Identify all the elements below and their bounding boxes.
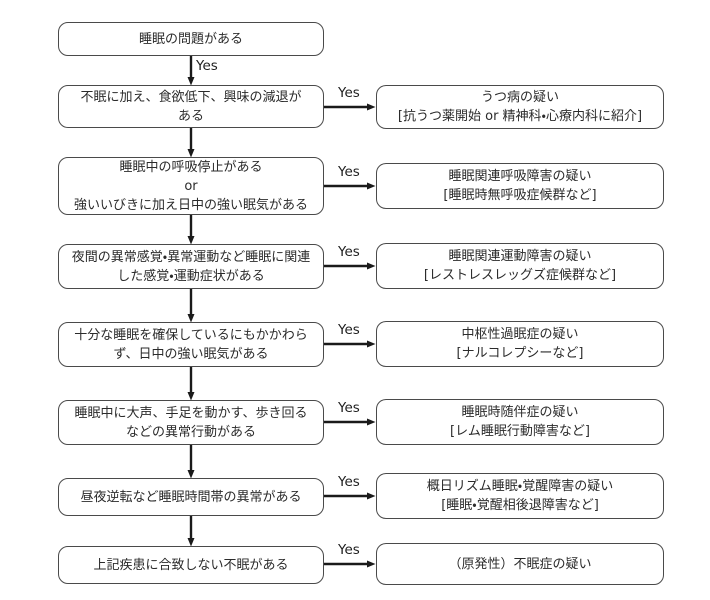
condition-box-circadian: 昼夜逆転など睡眠時間帯の異常がある: [58, 478, 324, 516]
condition-box-parasomnia: 睡眠中に大声、手足を動かす、歩き回る などの異常行動がある: [58, 400, 324, 445]
result-line: 睡眠関連運動障害の疑い: [448, 249, 592, 264]
condition-line: などの異常行動がある: [125, 424, 256, 440]
result-box-depression: うつ病の疑い [抗うつ薬開始 or 精神科・心療内科に紹介]: [376, 85, 664, 129]
condition-box-insomnia: 上記疾患に合致しない不眠がある: [58, 546, 324, 584]
start-box: 睡眠の問題がある: [58, 22, 324, 56]
condition-line: 睡眠中に大声、手足を動かす、歩き回る: [74, 405, 308, 421]
yes-label: Yes: [338, 542, 360, 558]
condition-line: ず、日中の強い眠気がある: [113, 346, 269, 362]
result-line: 睡眠時随伴症の疑い: [461, 405, 579, 420]
result-box-hypersomnia: 中枢性過眠症の疑い [ナルコレプシーなど]: [376, 321, 664, 367]
condition-line: 十分な睡眠を確保しているにもかかわら: [74, 327, 308, 343]
condition-line: ある: [177, 108, 204, 124]
yes-label: Yes: [196, 58, 218, 74]
result-line: 概日リズム睡眠・覚醒障害の疑い: [426, 479, 614, 494]
result-line: [レストレスレッグズ症候群など]: [423, 268, 617, 283]
result-box-parasomnia: 睡眠時随伴症の疑い [レム睡眠行動障害など]: [376, 399, 664, 445]
result-box-breathing: 睡眠関連呼吸障害の疑い [睡眠時無呼吸症候群など]: [376, 163, 664, 209]
condition-line: 強いいびきに加え日中の強い眠気がある: [73, 197, 308, 213]
result-box-circadian: 概日リズム睡眠・覚醒障害の疑い [睡眠・覚醒相後退障害など]: [376, 473, 664, 519]
condition-box-movement: 夜間の異常感覚・異常運動など睡眠に関連 した感覚・運動症状がある: [58, 244, 324, 289]
condition-line: 夜間の異常感覚・異常運動など睡眠に関連: [71, 249, 311, 265]
condition-box-breathing: 睡眠中の呼吸停止がある or 強いいびきに加え日中の強い眠気がある: [58, 157, 324, 215]
start-box-text: 睡眠の問題がある: [138, 31, 243, 47]
condition-box-hypersomnia: 十分な睡眠を確保しているにもかかわら ず、日中の強い眠気がある: [58, 322, 324, 367]
condition-line: 昼夜逆転など睡眠時間帯の異常がある: [80, 489, 302, 505]
yes-label: Yes: [338, 474, 360, 490]
condition-line: 睡眠中の呼吸停止がある: [119, 159, 263, 175]
result-line: [抗うつ薬開始 or 精神科・心療内科に紹介]: [397, 109, 643, 124]
yes-label: Yes: [338, 164, 360, 180]
condition-line: or: [184, 178, 198, 194]
result-box-insomnia: （原発性）不眠症の疑い: [376, 543, 664, 585]
result-line: 中枢性過眠症の疑い: [461, 327, 579, 342]
result-line: [睡眠・覚醒相後退障害など]: [441, 498, 599, 513]
yes-label: Yes: [338, 322, 360, 338]
result-line: [ナルコレプシーなど]: [456, 346, 584, 361]
condition-line: 上記疾患に合致しない不眠がある: [93, 557, 289, 573]
result-line: [レム睡眠行動障害など]: [450, 424, 590, 439]
condition-box-depression: 不眠に加え、食欲低下、興味の減退が ある: [58, 85, 324, 128]
result-line: 睡眠関連呼吸障害の疑い: [448, 169, 592, 184]
condition-line: 不眠に加え、食欲低下、興味の減退が: [80, 89, 302, 105]
yes-label: Yes: [338, 85, 360, 101]
result-line: （原発性）不眠症の疑い: [448, 556, 592, 572]
yes-label: Yes: [338, 400, 360, 416]
yes-label: Yes: [338, 244, 360, 260]
result-line: うつ病の疑い: [480, 90, 559, 105]
result-box-movement: 睡眠関連運動障害の疑い [レストレスレッグズ症候群など]: [376, 243, 664, 289]
result-line: [睡眠時無呼吸症候群など]: [443, 188, 597, 203]
condition-line: した感覚・運動症状がある: [117, 268, 265, 284]
